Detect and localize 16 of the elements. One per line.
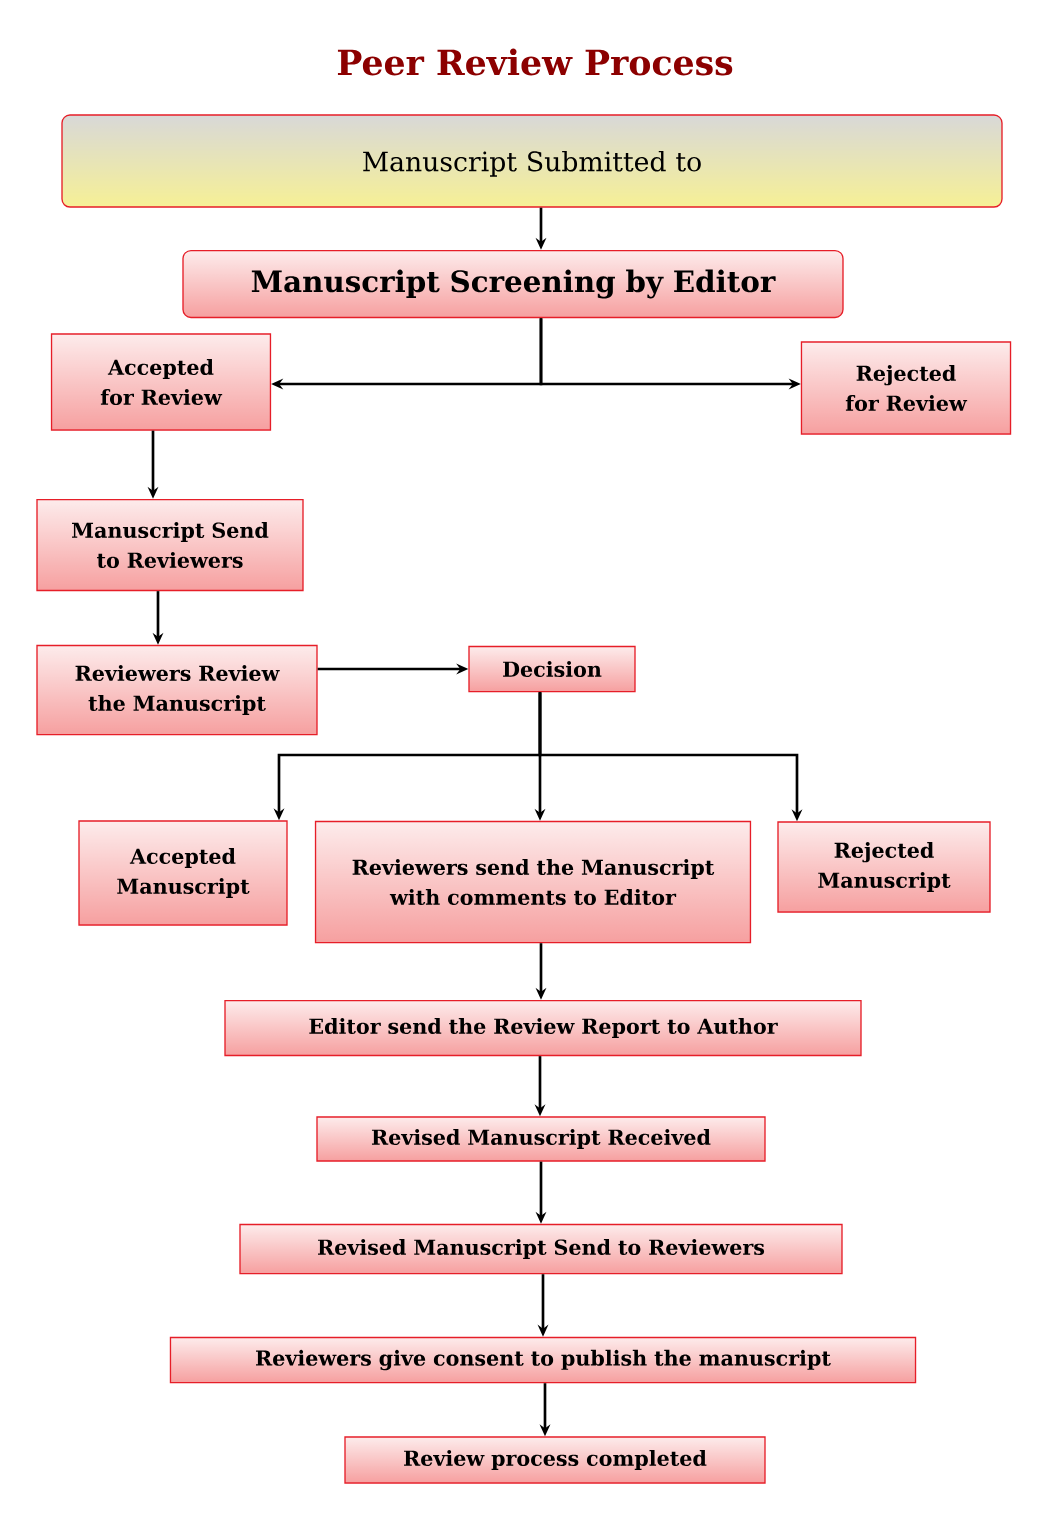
header-box: Manuscript Submitted to: [61, 114, 1003, 208]
title: Peer Review Process: [337, 48, 733, 76]
process-box: Accepted Manuscript: [78, 820, 288, 926]
process-box: Revised Manuscript Send to Reviewers: [239, 1223, 843, 1275]
process-box: Manuscript Screening by Editor: [182, 249, 844, 319]
process-box: Editor send the Review Report to Author: [224, 999, 862, 1057]
process-box: Revised Manuscript Received: [316, 1116, 766, 1162]
process-box: Reviewers send the Manuscript with comments to Editor: [314, 820, 752, 944]
process-box: Manuscript Send to Reviewers: [36, 498, 304, 592]
process-box: Accepted for Review: [50, 333, 272, 431]
process-box: Reviewers give consent to publish the manuscript: [169, 1336, 917, 1384]
process-box: Rejected Manuscript: [777, 821, 991, 913]
decision-box: Decision: [468, 645, 636, 693]
process-box: Review process completed: [344, 1436, 766, 1484]
process-box: Rejected for Review: [800, 341, 1012, 435]
process-box: Reviewers Review the Manuscript: [36, 644, 318, 736]
